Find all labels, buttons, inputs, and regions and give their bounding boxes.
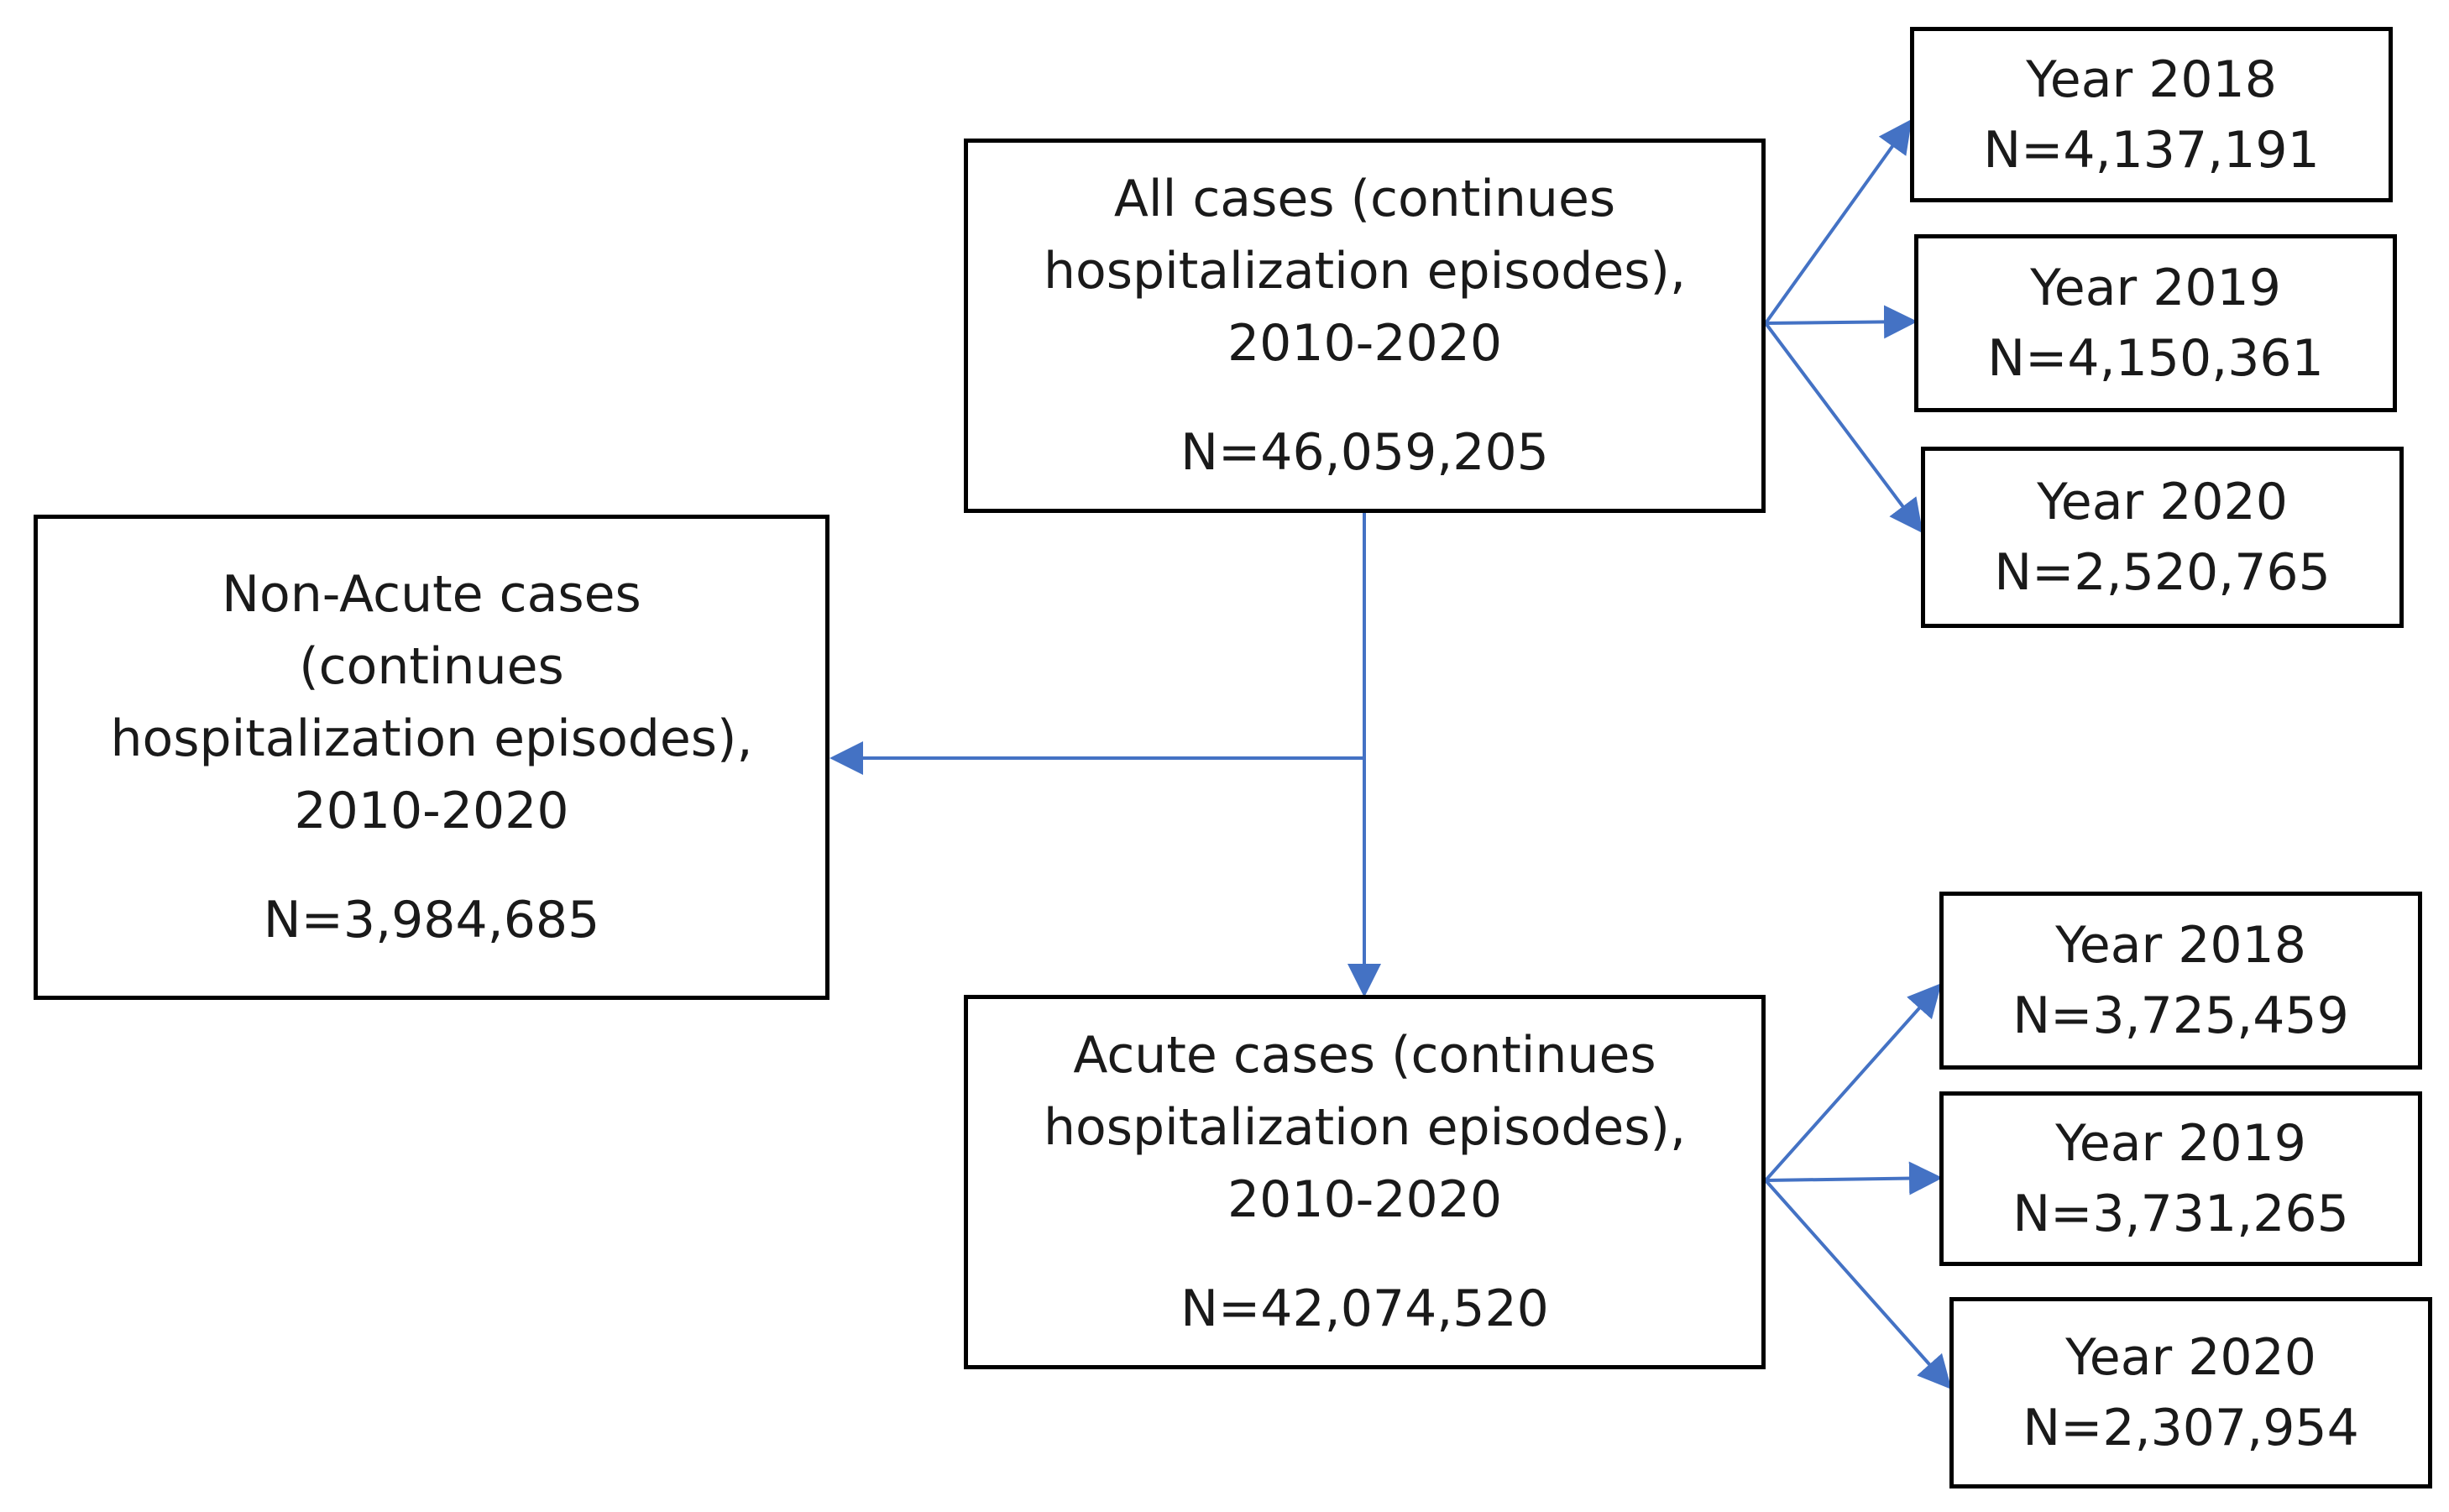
acute-title-line-2: hospitalization episodes), [1043,1098,1687,1157]
non-acute-title-line-2: (continues [299,637,564,696]
arrow-all-to-2018 [1764,118,1913,325]
all-cases-title-line-2: hospitalization episodes), [1043,242,1687,301]
acute-year-2020-box: Year 2020 N=2,307,954 [1949,1297,2432,1488]
arrow-acute-to-2020 [1764,1179,1952,1389]
all-cases-count: N=46,059,205 [1180,423,1549,482]
acute-year-2018-box: Year 2018 N=3,725,459 [1939,892,2422,1070]
acute-year-2020-count: N=2,307,954 [2023,1399,2359,1457]
non-acute-title-line-1: Non-Acute cases [222,565,641,624]
all-year-2018-label: Year 2018 [2026,50,2277,109]
all-year-2018-box: Year 2018 N=4,137,191 [1910,27,2393,202]
all-year-2019-box: Year 2019 N=4,150,361 [1914,234,2397,412]
acute-year-2019-count: N=3,731,265 [2012,1185,2349,1243]
non-acute-count: N=3,984,685 [263,891,600,950]
all-year-2019-count: N=4,150,361 [1987,329,2324,388]
non-acute-title-line-3: hospitalization episodes), [110,709,753,768]
all-cases-title-line-1: All cases (continues [1113,170,1616,228]
all-cases-title-line-3: 2010-2020 [1227,314,1503,373]
acute-year-2018-count: N=3,725,459 [2012,986,2349,1045]
non-acute-title-line-4: 2010-2020 [294,782,569,840]
all-year-2020-count: N=2,520,765 [1994,543,2331,602]
all-year-2020-box: Year 2020 N=2,520,765 [1921,447,2404,628]
acute-count: N=42,074,520 [1180,1279,1549,1338]
non-acute-cases-box: Non-Acute cases (continues hospitalizati… [34,515,829,1000]
all-year-2020-label: Year 2020 [2037,473,2288,531]
acute-year-2020-label: Year 2020 [2065,1328,2316,1387]
all-cases-box: All cases (continues hospitalization epi… [964,139,1766,513]
acute-year-2019-label: Year 2019 [2055,1114,2306,1173]
acute-year-2019-box: Year 2019 N=3,731,265 [1939,1091,2422,1266]
arrow-acute-to-2019 [1765,1161,1943,1195]
acute-title-line-1: Acute cases (continues [1073,1026,1656,1085]
acute-title-line-3: 2010-2020 [1227,1170,1503,1229]
acute-year-2018-label: Year 2018 [2055,916,2306,975]
all-year-2019-label: Year 2019 [2030,259,2281,317]
arrow-all-to-2019 [1765,305,1918,339]
acute-cases-box: Acute cases (continues hospitalization e… [964,995,1766,1369]
arrow-acute-to-2018 [1764,983,1942,1182]
all-year-2018-count: N=4,137,191 [1983,120,2320,180]
arrow-all-to-2020 [1764,322,1923,534]
